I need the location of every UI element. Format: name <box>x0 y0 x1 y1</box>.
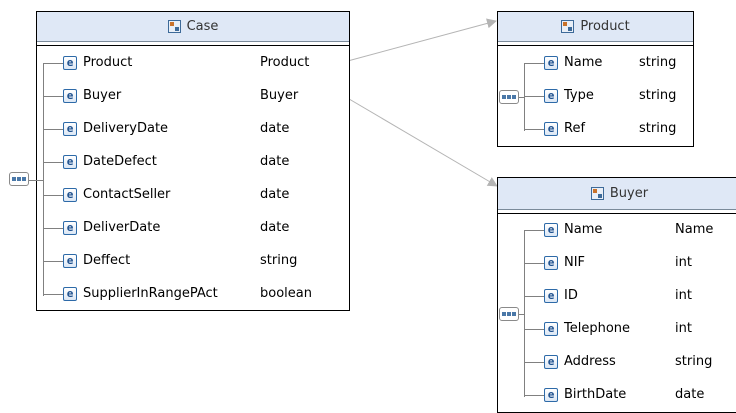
element-icon: e <box>544 122 558 136</box>
element-icon: e <box>63 287 77 301</box>
tree-line <box>43 96 63 97</box>
element-name[interactable]: Telephone <box>564 321 631 336</box>
tree-line <box>43 162 63 163</box>
element-name[interactable]: NIF <box>564 255 586 270</box>
tree-line <box>43 228 63 229</box>
element-name[interactable]: DeliveryDate <box>83 121 169 136</box>
element-name[interactable]: SupplierInRangePAct <box>83 286 218 301</box>
element-type[interactable]: string <box>639 88 677 103</box>
element-type[interactable]: Buyer <box>260 88 299 103</box>
sequence-compositor-icon[interactable] <box>499 307 519 321</box>
tree-line <box>23 180 43 181</box>
buyer-header: Buyer <box>498 178 736 210</box>
element-type[interactable]: date <box>260 187 290 202</box>
element-type[interactable]: date <box>260 220 290 235</box>
tree-line <box>43 294 63 295</box>
tree-line <box>524 296 544 297</box>
element-name[interactable]: ID <box>564 288 578 303</box>
element-icon: e <box>63 254 77 268</box>
tree-line <box>43 64 44 296</box>
element-type[interactable]: string <box>639 121 677 136</box>
tree-line <box>517 314 524 315</box>
element-type[interactable]: Name <box>675 222 714 237</box>
sequence-compositor-icon[interactable] <box>9 172 29 186</box>
element-type[interactable]: string <box>675 354 713 369</box>
tree-line <box>524 362 544 363</box>
element-type[interactable]: string <box>260 253 298 268</box>
element-name[interactable]: Type <box>564 88 594 103</box>
tree-line <box>524 329 544 330</box>
element-type[interactable]: int <box>675 255 692 270</box>
tree-line <box>43 63 63 64</box>
product-header: Product <box>498 12 693 42</box>
case-header: Case <box>37 12 349 42</box>
tree-line <box>43 261 63 262</box>
element-icon: e <box>63 188 77 202</box>
element-name[interactable]: BirthDate <box>564 387 627 402</box>
buyer-title: Buyer <box>609 186 649 201</box>
tree-line <box>524 63 544 64</box>
element-icon: e <box>544 56 558 70</box>
element-type[interactable]: Product <box>260 55 310 70</box>
connector-case-product <box>343 18 497 63</box>
element-type[interactable]: date <box>675 387 705 402</box>
tree-line <box>524 395 544 396</box>
element-icon: e <box>544 289 558 303</box>
case-title: Case <box>186 19 219 34</box>
element-name[interactable]: Address <box>564 354 616 369</box>
element-icon: e <box>544 256 558 270</box>
element-icon: e <box>63 155 77 169</box>
divider <box>498 213 736 214</box>
divider <box>498 45 693 46</box>
tree-line <box>524 230 544 231</box>
element-name[interactable]: Name <box>564 222 603 237</box>
element-icon: e <box>544 223 558 237</box>
element-name[interactable]: DeliverDate <box>83 220 161 235</box>
element-type[interactable]: date <box>260 121 290 136</box>
element-name[interactable]: Buyer <box>83 88 122 103</box>
element-type[interactable]: int <box>675 321 692 336</box>
element-icon: e <box>544 388 558 402</box>
tree-line <box>524 64 525 131</box>
tree-line <box>524 263 544 264</box>
tree-line <box>524 96 544 97</box>
element-icon: e <box>63 56 77 70</box>
element-name[interactable]: DateDefect <box>83 154 157 169</box>
element-icon: e <box>544 355 558 369</box>
tree-line <box>517 97 524 98</box>
element-name[interactable]: Ref <box>564 121 586 136</box>
element-icon: e <box>63 221 77 235</box>
element-icon: e <box>544 322 558 336</box>
element-type[interactable]: date <box>260 154 290 169</box>
element-type[interactable]: boolean <box>260 286 312 301</box>
tree-line <box>43 129 63 130</box>
element-type[interactable]: string <box>639 55 677 70</box>
element-name[interactable]: Product <box>83 55 133 70</box>
sequence-compositor-icon[interactable] <box>499 90 519 104</box>
complex-type-icon <box>167 20 181 33</box>
divider <box>37 45 349 46</box>
complex-type-icon <box>590 187 604 200</box>
element-type[interactable]: int <box>675 288 692 303</box>
tree-line <box>43 195 63 196</box>
connector-case-buyer <box>343 95 498 187</box>
element-name[interactable]: Deffect <box>83 253 131 268</box>
complex-type-icon <box>561 20 575 33</box>
element-icon: e <box>544 89 558 103</box>
element-name[interactable]: ContactSeller <box>83 187 171 202</box>
element-icon: e <box>63 89 77 103</box>
tree-line <box>524 129 544 130</box>
element-icon: e <box>63 122 77 136</box>
element-name[interactable]: Name <box>564 55 603 70</box>
product-title: Product <box>580 19 630 34</box>
tree-line <box>524 231 525 397</box>
